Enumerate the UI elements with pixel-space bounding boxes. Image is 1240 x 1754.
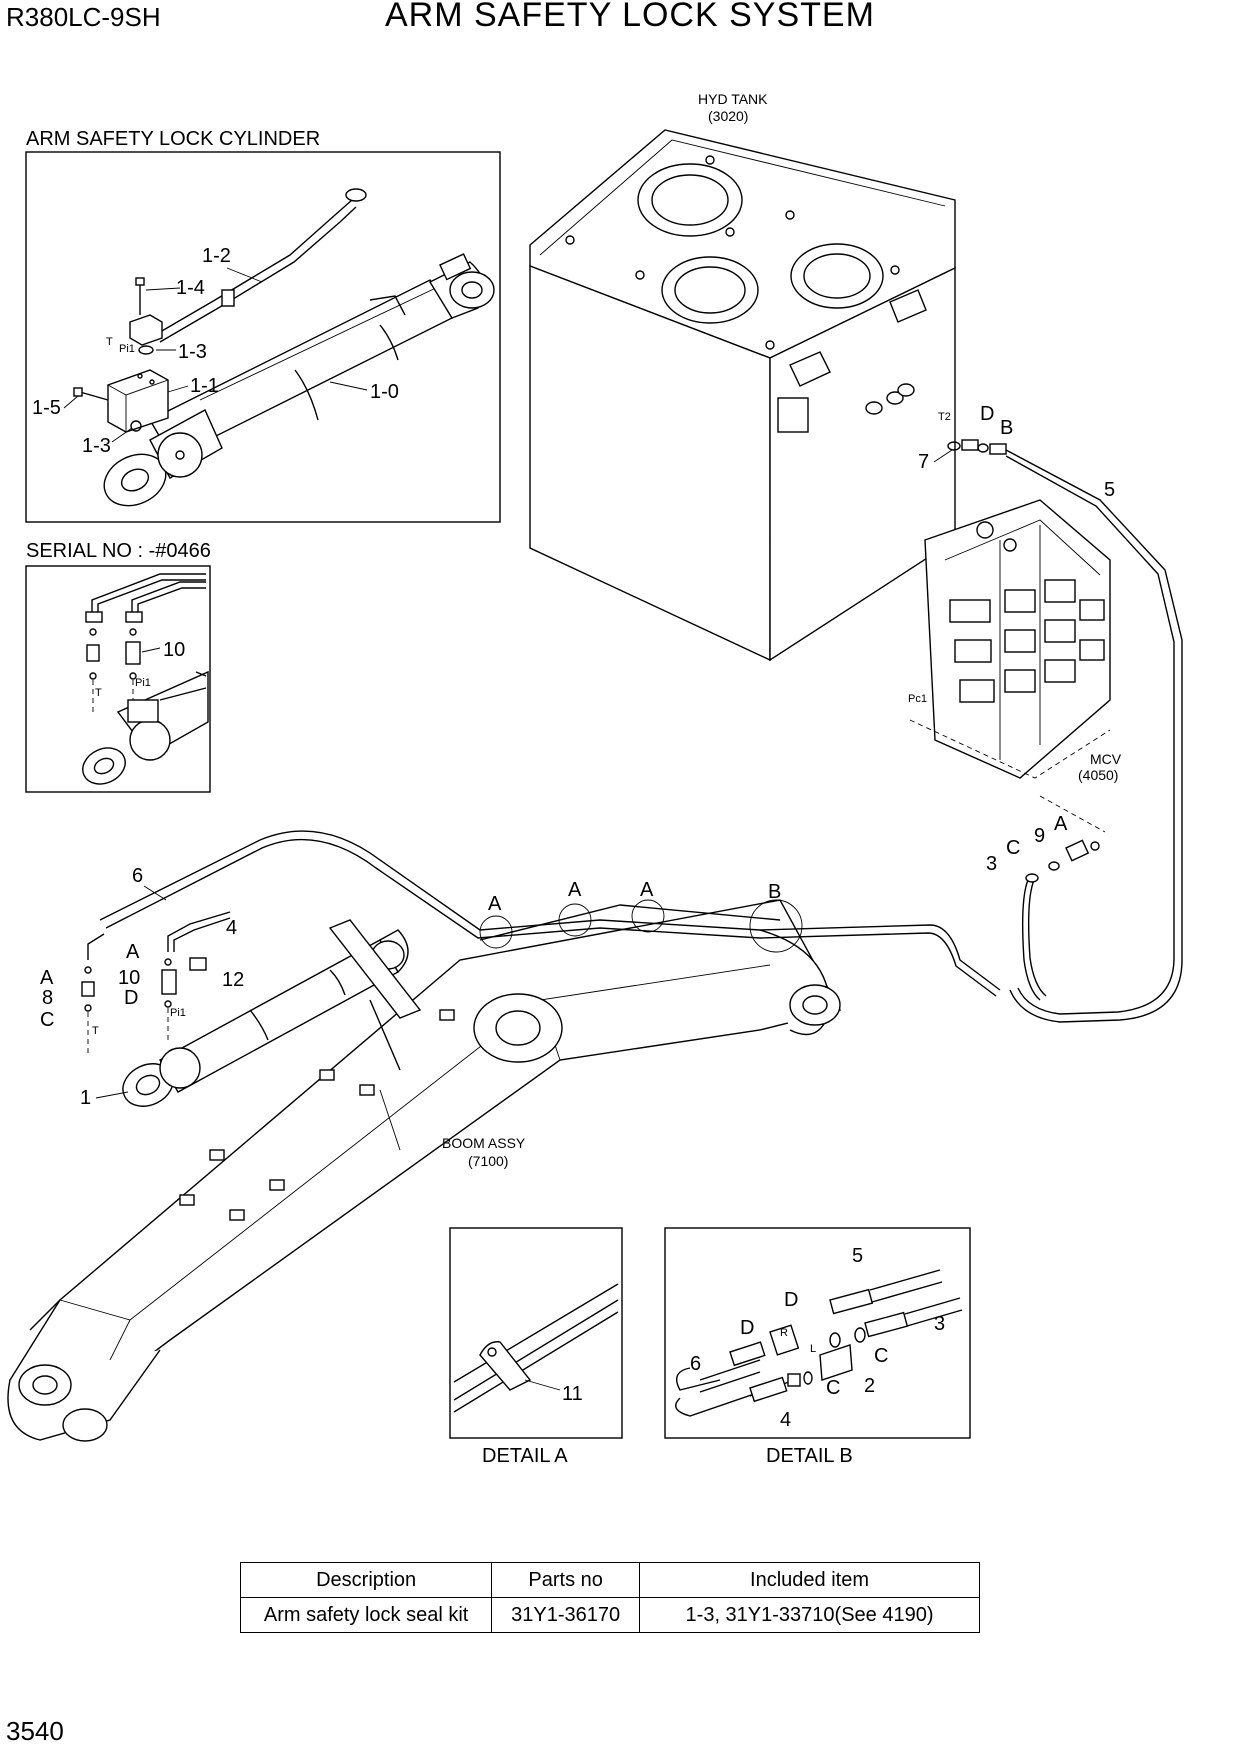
callout-5-detail: 5 — [852, 1245, 863, 1267]
detail-a-frame — [449, 1227, 623, 1439]
callout-6-detail: 6 — [690, 1353, 701, 1375]
port-label-pi1: Pi1 — [119, 343, 135, 355]
detail-b-circle — [749, 899, 803, 953]
callout-a-boom-1: A — [488, 893, 502, 915]
callout-c-detail-right: C — [874, 1345, 888, 1367]
callout-7: 7 — [918, 451, 929, 473]
port-label-t-inset: T — [95, 687, 102, 699]
callout-1-0: 1-0 — [370, 381, 399, 403]
callout-6-main: 6 — [132, 865, 143, 887]
callout-c-left: C — [40, 1009, 54, 1031]
detail-a-label: DETAIL A — [482, 1445, 568, 1467]
detail-a-circle-3 — [631, 899, 665, 933]
mcv-ref: (4050) — [1078, 767, 1118, 783]
callout-b-boom: B — [768, 881, 781, 903]
mcv-label: MCV — [1090, 751, 1122, 767]
callout-10-inset: 10 — [163, 639, 185, 661]
callout-3-main: 3 — [986, 853, 997, 875]
header-included-item: Included item — [639, 1562, 980, 1598]
serial-inset-frame — [25, 565, 211, 793]
callout-1-2: 1-2 — [202, 245, 231, 267]
port-label-t2: T2 — [938, 411, 951, 423]
callout-4-detail: 4 — [780, 1409, 791, 1431]
callout-a-boom-3: A — [640, 879, 654, 901]
cylinder-inset-frame — [25, 151, 501, 523]
callout-11: 11 — [562, 1383, 583, 1405]
callout-10-main: 10 — [118, 967, 140, 989]
detail-b-fittings-drawing — [675, 1269, 963, 1417]
callout-3-detail: 3 — [934, 1313, 945, 1335]
cell-included-item: 1-3, 31Y1-33710(See 4190) — [639, 1597, 980, 1633]
callout-a-boom-2: A — [568, 879, 582, 901]
callout-1-1: 1-1 — [190, 375, 219, 397]
arm-cylinder — [122, 919, 422, 1107]
callout-d-arm: D — [124, 987, 138, 1009]
serial-inset-title: SERIAL NO : -#0466 — [26, 540, 211, 562]
cylinder-assembly-drawing — [73, 188, 495, 507]
model-code: R380LC-9SH — [6, 2, 161, 32]
detail-a-clamp-drawing — [453, 1283, 619, 1413]
cylinder-inset-title: ARM SAFETY LOCK CYLINDER — [26, 128, 320, 150]
hyd-tank-label: HYD TANK — [698, 91, 768, 107]
detail-a-circle-2 — [558, 903, 592, 937]
boom-label: BOOM ASSY — [442, 1135, 526, 1151]
port-label-r: R — [780, 1327, 788, 1339]
callout-d-tank: D — [980, 403, 994, 425]
page-title: ARM SAFETY LOCK SYSTEM — [385, 0, 875, 34]
port-label-pi1-inset: Pi1 — [135, 677, 151, 689]
callout-5-main: 5 — [1104, 479, 1115, 501]
page-number: 3540 — [6, 1716, 64, 1746]
table-header-row: Description Parts no Included item — [239, 1562, 980, 1598]
port-label-t: T — [106, 336, 113, 348]
callout-d-detail-upper: D — [784, 1289, 798, 1311]
boom-assembly — [7, 899, 842, 1442]
boom-ref: (7100) — [468, 1153, 508, 1169]
cell-parts-no: 31Y1-36170 — [491, 1597, 641, 1633]
callout-b-tank: B — [1000, 417, 1013, 439]
callout-1-main: 1 — [80, 1087, 91, 1109]
callout-d-detail-lower: D — [740, 1317, 754, 1339]
callout-a-mcv: A — [1054, 813, 1068, 835]
header-description: Description — [239, 1562, 493, 1598]
cell-description: Arm safety lock seal kit — [239, 1597, 493, 1633]
callout-1-3-bottom: 1-3 — [82, 435, 111, 457]
callout-1-4: 1-4 — [176, 277, 205, 299]
detail-b-label: DETAIL B — [766, 1445, 853, 1467]
callout-8: 8 — [42, 987, 53, 1009]
hydraulic-tank — [529, 129, 956, 662]
header-parts-no: Parts no — [491, 1562, 641, 1598]
callout-2: 2 — [864, 1375, 875, 1397]
callout-12: 12 — [222, 969, 244, 991]
callout-9: 9 — [1034, 825, 1045, 847]
callout-1-3-top: 1-3 — [178, 341, 207, 363]
callout-a-arm: A — [126, 941, 140, 963]
port-label-pc1: Pc1 — [908, 693, 927, 705]
port-label-t-arm: T — [92, 1025, 99, 1037]
detail-a-circle-1 — [479, 915, 513, 949]
callout-c-mcv: C — [1006, 837, 1020, 859]
parts-table: Description Parts no Included item Arm s… — [239, 1562, 980, 1633]
serial-variant-drawing — [82, 573, 209, 785]
port-label-l: L — [810, 1343, 816, 1355]
hyd-tank-ref: (3020) — [708, 108, 748, 124]
callout-a-left: A — [40, 967, 54, 989]
table-row: Arm safety lock seal kit 31Y1-36170 1-3,… — [239, 1597, 980, 1633]
port-label-pi1-arm: Pi1 — [170, 1007, 186, 1019]
detail-b-frame — [664, 1227, 971, 1439]
main-control-valve — [909, 499, 1111, 779]
callout-c-detail-lower: C — [826, 1377, 840, 1399]
callout-4-main: 4 — [226, 917, 237, 939]
callout-1-5: 1-5 — [32, 397, 61, 419]
